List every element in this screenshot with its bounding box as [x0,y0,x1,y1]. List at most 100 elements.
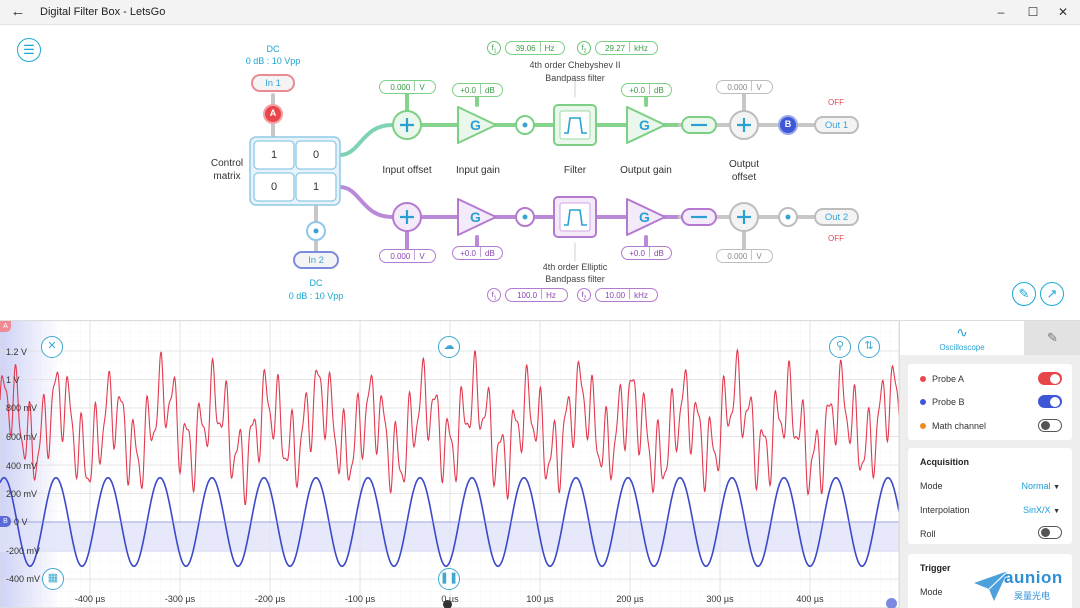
analytics-icon[interactable]: ↗ [1040,282,1064,306]
trigger-mode-label: Mode [920,587,943,597]
ch1-input-gain-value: +0.0 [460,86,476,95]
mode-select[interactable]: Normal ▼ [1022,481,1060,491]
ch2-f2-field[interactable]: 10.00 kHz [595,288,658,302]
ch1-output-gain-unit: dB [654,86,664,95]
ch2-probe-point[interactable] [515,207,535,227]
ch2-output-gain-block[interactable]: G [626,198,666,236]
close-icon[interactable]: ✕ [1057,5,1069,19]
ch2-output-offset-value: 0.000 [727,252,748,261]
matrix-cell-22[interactable]: 1 [312,181,320,193]
matrix-cell-11[interactable]: 1 [270,149,278,161]
roll-label: Roll [920,529,936,539]
maximize-icon[interactable]: ☐ [1027,5,1039,19]
ch2-out-probe-point[interactable] [778,207,798,227]
marker-b[interactable]: B [0,516,11,527]
ch1-output-offset-sum[interactable] [729,110,759,140]
in1-range[interactable]: 0 dB : 10 Vpp [245,56,301,66]
y-tick: 600 mV [6,432,38,442]
ch2-filter-block[interactable] [553,196,597,238]
probe-b-row: Probe B [920,397,965,407]
ch1-input-offset-unit: V [419,83,425,92]
ch2-f2-value: 10.00 [605,291,626,300]
ch2-f2-unit: kHz [634,291,648,300]
ch2-filter-type: 4th order Elliptic [542,262,608,272]
label-output-gain: Output gain [620,165,672,176]
control-matrix-label-1: Control [210,158,244,169]
ch1-input-gain-block[interactable]: G [457,106,497,144]
wire-matrix-ch1 [338,123,394,157]
probe-b-band [0,522,899,552]
back-arrow-icon[interactable]: ← [10,3,26,20]
math-channel-toggle[interactable] [1038,419,1062,432]
in1-button[interactable]: In 1 [251,74,295,92]
ch1-invert-block[interactable] [681,116,717,134]
ch1-output-gain-block[interactable]: G [626,106,666,144]
close-traces-icon[interactable]: ✕ [41,336,63,358]
in2-button[interactable]: In 2 [293,251,339,269]
ch1-filter-subtype: Bandpass filter [545,73,605,83]
probe-a-toggle[interactable] [1038,372,1062,385]
ch1-input-offset-sum[interactable] [392,110,422,140]
marker-a[interactable]: A [0,321,11,332]
ch2-output-offset-sum[interactable] [729,202,759,232]
trace-b [0,476,899,568]
probe-b-dot [920,399,926,405]
pause-icon[interactable]: ❚❚ [438,568,460,590]
ch1-filter-block[interactable] [553,104,597,146]
ch2-f1-unit: Hz [546,291,556,300]
ch2-input-gain-value: +0.0 [460,249,476,258]
x-tick: -400 µs [74,594,106,604]
notes-icon[interactable]: ✎ [1012,282,1036,306]
oscilloscope-view[interactable]: 1.2 V 1 V 800 mV 600 mV 400 mV 200 mV 0 … [0,320,899,608]
watermark-sub: 昊量光电 [1014,591,1051,601]
matrix-cell-12[interactable]: 0 [312,149,320,161]
probe-a-row: Probe A [920,374,964,384]
ch1-probe-point[interactable] [515,115,535,135]
tab-edit[interactable]: ✎ [1024,321,1080,355]
out1-button[interactable]: Out 1 [814,116,859,134]
probe-b-toggle[interactable] [1038,395,1062,408]
tab-oscilloscope[interactable]: ∿ Oscilloscope [900,321,1024,355]
ch2-input-offset-sum[interactable] [392,202,422,232]
control-matrix[interactable] [249,136,341,206]
ch1-f2-value: 29.27 [605,44,626,53]
roll-toggle[interactable] [1038,526,1062,539]
in2-coupling: DC [309,278,323,288]
trigger-level-marker[interactable] [886,598,897,608]
autoscale-icon[interactable]: ▦ [42,568,64,590]
interpolation-select[interactable]: SinX/X ▼ [1023,505,1060,515]
probe-b-marker[interactable] [778,115,798,135]
out1-state: OFF [828,98,844,107]
control-matrix-label-2: matrix [213,171,241,182]
svg-text:G: G [639,209,650,225]
probe-a-marker[interactable] [263,104,283,124]
svg-text:G: G [639,117,650,133]
cloud-upload-icon[interactable]: ☁ [438,336,460,358]
minimize-icon[interactable]: – [997,5,1005,19]
matrix-cell-21[interactable]: 0 [270,181,278,193]
mode-caret-icon: ▼ [1053,484,1060,491]
in2-range[interactable]: 0 dB : 10 Vpp [288,291,344,301]
zoom-icon[interactable]: ⚲ [829,336,851,358]
ch2-input-gain-block[interactable]: G [457,198,497,236]
cursor-settings-icon[interactable]: ⇅ [858,336,880,358]
menu-icon[interactable]: ☰ [17,38,41,62]
ch2-invert-block[interactable] [681,208,717,226]
trigger-time-marker[interactable] [443,600,452,608]
ch2-input-offset-unit: V [419,252,425,261]
in1-coupling: DC [266,44,280,54]
window-title: Digital Filter Box - LetsGo [40,6,166,18]
out2-button[interactable]: Out 2 [814,208,859,226]
